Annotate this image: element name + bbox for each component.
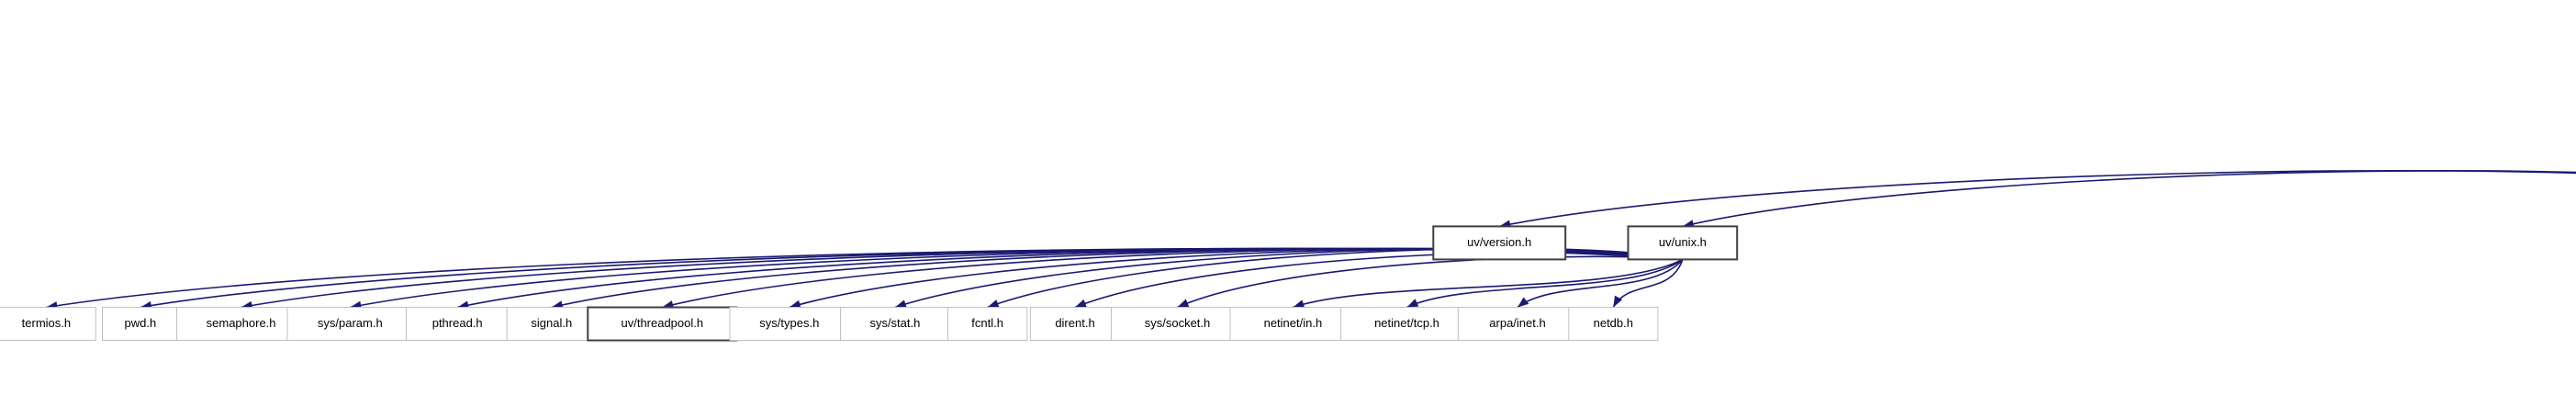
node-layer: test-signal-pending-on-close.ctask.hunis… bbox=[0, 225, 1739, 342]
node-box bbox=[286, 307, 414, 341]
graph-node-uvunix[interactable]: uv/unix.h bbox=[1627, 225, 1739, 261]
graph-edge bbox=[1682, 170, 2576, 229]
graph-node-netinetin[interactable]: netinet/in.h bbox=[1229, 307, 1357, 341]
graph-node-signal[interactable]: signal.h bbox=[506, 307, 597, 341]
node-box bbox=[587, 306, 738, 342]
graph-edge bbox=[1517, 258, 1684, 309]
node-label: netinet/tcp.h bbox=[1374, 316, 1439, 330]
node-box bbox=[1627, 225, 1739, 261]
node-box bbox=[947, 307, 1028, 341]
graph-node-sysstat[interactable]: sys/stat.h bbox=[840, 307, 950, 341]
node-label: pthread.h bbox=[432, 316, 483, 330]
node-box bbox=[406, 307, 510, 341]
graph-node-netdb[interactable]: netdb.h bbox=[1568, 307, 1659, 341]
graph-node-syssocket[interactable]: sys/socket.h bbox=[1111, 307, 1244, 341]
node-box bbox=[102, 307, 179, 341]
node-box bbox=[1457, 307, 1578, 341]
graph-node-termios[interactable]: termios.h bbox=[0, 307, 96, 341]
node-label: sys/param.h bbox=[318, 316, 383, 330]
node-box bbox=[729, 307, 849, 341]
node-label: pwd.h bbox=[125, 316, 157, 330]
node-box bbox=[0, 307, 96, 341]
graph-node-uvthreadpool[interactable]: uv/threadpool.h bbox=[587, 306, 738, 342]
graph-node-dirent[interactable]: dirent.h bbox=[1029, 307, 1121, 341]
node-box bbox=[1568, 307, 1659, 341]
graph-edge bbox=[1499, 170, 2576, 229]
graph-node-semaphore[interactable]: semaphore.h bbox=[176, 307, 307, 341]
graph-node-arpainet[interactable]: arpa/inet.h bbox=[1457, 307, 1578, 341]
node-label: fcntl.h bbox=[971, 316, 1003, 330]
node-label: netdb.h bbox=[1594, 316, 1633, 330]
graph-node-sysparam[interactable]: sys/param.h bbox=[286, 307, 414, 341]
graph-edge bbox=[1293, 258, 1684, 309]
graph-node-pthread[interactable]: pthread.h bbox=[406, 307, 510, 341]
node-label: signal.h bbox=[531, 316, 572, 330]
node-label: semaphore.h bbox=[207, 316, 276, 330]
node-box bbox=[1340, 307, 1473, 341]
node-box bbox=[1111, 307, 1244, 341]
node-label: sys/socket.h bbox=[1145, 316, 1211, 330]
node-label: netinet/in.h bbox=[1264, 316, 1323, 330]
graph-node-systypes[interactable]: sys/types.h bbox=[729, 307, 849, 341]
graph-edge bbox=[1074, 251, 1684, 309]
node-label: uv/unix.h bbox=[1659, 235, 1707, 249]
node-label: dirent.h bbox=[1055, 316, 1094, 330]
node-box bbox=[506, 307, 597, 341]
node-label: termios.h bbox=[22, 316, 71, 330]
node-box bbox=[176, 307, 307, 341]
node-box bbox=[840, 307, 950, 341]
graph-node-fcntl[interactable]: fcntl.h bbox=[947, 307, 1028, 341]
graph-edge bbox=[1406, 258, 1684, 309]
node-box bbox=[1029, 307, 1121, 341]
graph-node-uvversion[interactable]: uv/version.h bbox=[1432, 225, 1567, 261]
graph-node-pwd[interactable]: pwd.h bbox=[102, 307, 179, 341]
graph-node-netinettcp[interactable]: netinet/tcp.h bbox=[1340, 307, 1473, 341]
graph-edge bbox=[1612, 259, 1684, 308]
node-label: sys/types.h bbox=[759, 316, 819, 330]
node-label: uv/threadpool.h bbox=[621, 316, 703, 330]
node-box bbox=[1432, 225, 1567, 261]
node-label: arpa/inet.h bbox=[1489, 316, 1545, 330]
node-label: sys/stat.h bbox=[869, 316, 920, 330]
graph-edge bbox=[987, 247, 1684, 309]
node-label: uv/version.h bbox=[1467, 235, 1531, 249]
